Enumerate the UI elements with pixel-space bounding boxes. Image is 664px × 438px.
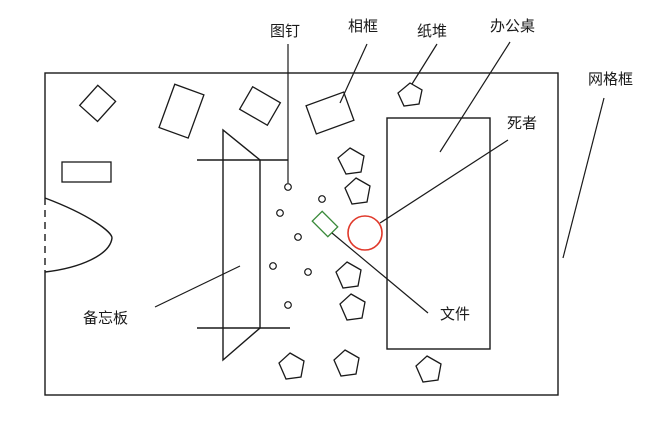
pushpins <box>269 183 326 309</box>
frame-item <box>158 83 205 139</box>
label-photo-frame: 相框 <box>348 17 378 35</box>
leader-lines <box>154 41 605 314</box>
label-desk: 办公桌 <box>490 17 535 35</box>
label-pushpin: 图钉 <box>270 22 300 40</box>
paper-piles <box>278 82 442 383</box>
photo-frame-shape <box>305 91 355 135</box>
door <box>43 197 113 273</box>
deceased-marker <box>347 215 383 251</box>
label-paper-pile: 纸堆 <box>417 22 447 40</box>
label-memo-board: 备忘板 <box>83 309 128 327</box>
frame-item <box>78 84 117 123</box>
frame-item <box>238 85 282 127</box>
desk-shape <box>386 117 491 350</box>
label-document: 文件 <box>440 305 470 323</box>
document-marker <box>311 210 339 238</box>
shelf-item <box>61 161 112 183</box>
room-outline <box>44 72 559 396</box>
label-deceased: 死者 <box>507 114 537 132</box>
memo-board <box>197 128 290 362</box>
label-grid-frame: 网格框 <box>588 70 633 88</box>
